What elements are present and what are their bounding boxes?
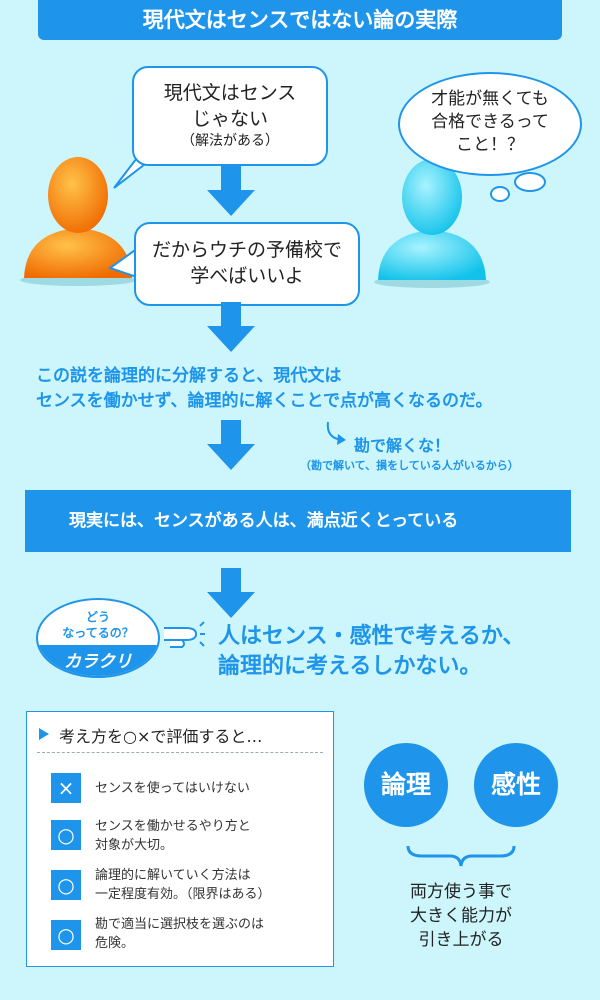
evaluation-item-3: 論理的に解いていく方法は 一定程度有効。（限界はある） (95, 866, 271, 904)
conclusion-text: 人はセンス・感性で考えるか、 論理的に考えるしかない。 (218, 622, 524, 682)
thought-bubble: 才能が無くても 合格できるって こと！？ (398, 72, 588, 202)
cyan-person-icon (374, 159, 490, 288)
conclusion-line2: 論理的に考えるしかない。 (218, 654, 482, 679)
thought-dot-large (514, 172, 546, 192)
evaluation-item-4: 勘で適当に選択枝を選ぶのは 危険。 (95, 915, 264, 953)
bubble-1-sub: （解法がある） (181, 133, 279, 149)
page-title: 現代文はセンスではない論の実際 (38, 0, 562, 40)
karakuri-badge: どう なってるの？ カラクリ (36, 598, 160, 678)
evaluation-item-2-line2: 対象が大切。 (95, 838, 174, 853)
down-arrow-2 (207, 302, 255, 352)
evaluation-item-4-line2: 危険。 (95, 936, 135, 951)
bubble-2-line2: 学べばいいよ (190, 265, 304, 287)
brace-icon (406, 845, 516, 867)
reality-banner: 現実には、センスがある人は、満点近くとっている (25, 490, 571, 552)
evaluation-item-2-line1: センスを働かせるやり方と (95, 819, 251, 834)
thought-line2: 合格できるって (431, 112, 549, 132)
evaluation-item-4-line1: 勘で適当に選択枝を選ぶのは (95, 917, 265, 932)
thought-line3: こと！？ (456, 135, 524, 155)
summary-line1: 両方使う事で (410, 882, 512, 902)
analysis-text: この説を論理的に分解すると、現代文は センスを働かせず、論理的に解くことで点が高… (36, 364, 492, 414)
conclusion-line1: 人はセンス・感性で考えるか、 (218, 624, 525, 649)
karakuri-label: カラクリ (64, 652, 132, 672)
speech-bubble-2: だからウチの予備校で 学べばいいよ (108, 222, 360, 306)
bubble-1-line1: 現代文はセンス (163, 82, 297, 104)
evaluation-item-3-line1: 論理的に解いていく方法は (95, 868, 251, 883)
analysis-line2: センスを働かせず、論理的に解くことで点が高くなるのだ。 (36, 391, 493, 411)
thought-line1: 才能が無くても (431, 89, 549, 109)
cross-mark-icon: × (51, 773, 81, 803)
karakuri-question-line1: どう (85, 610, 110, 624)
evaluation-item-3-line2: 一定程度有効。（限界はある） (95, 887, 271, 902)
curved-arrow-icon (326, 421, 346, 445)
sensibility-circle: 感性 (474, 743, 558, 827)
evaluation-header: 考え方を○×で評価すると… (59, 727, 263, 746)
orange-person-icon (20, 157, 136, 286)
thought-dot-small (490, 186, 510, 202)
summary-text: 両方使う事で 大きく能力が 引き上がる (372, 880, 550, 952)
summary-line3: 引き上がる (418, 930, 504, 950)
evaluation-item-1-line1: センスを使ってはいけない (95, 781, 250, 796)
down-arrow-3 (207, 420, 255, 470)
bubble-1-line2: じゃない (191, 108, 268, 130)
circle-mark-icon: ○ (51, 920, 81, 950)
circle-mark-icon: ○ (51, 820, 81, 850)
down-arrow-4 (207, 568, 255, 618)
karakuri-question-line2: なってるの？ (62, 626, 134, 640)
logic-circle: 論理 (364, 743, 448, 827)
down-arrow-1 (207, 166, 255, 216)
circle-mark-icon: ○ (51, 870, 81, 900)
speech-bubble-1: 現代文はセンス じゃない （解法がある） (113, 66, 328, 189)
evaluation-divider (37, 752, 323, 754)
bubble-2-line1: だからウチの予備校で (151, 239, 342, 261)
triangle-bullet-icon (39, 728, 49, 740)
evaluation-box: 考え方を○×で評価すると… × センスを使ってはいけない ○ センスを働かせるや… (26, 711, 334, 967)
pointing-hand-icon (164, 621, 205, 648)
summary-line2: 大きく能力が (410, 906, 512, 926)
speech-tail-2 (108, 247, 141, 279)
evaluation-item-1: センスを使ってはいけない (95, 779, 250, 798)
note-main: 勘で解くな！ (354, 436, 451, 455)
note-sub: （勘で解いて、損をしている人がいるから） (300, 459, 519, 472)
analysis-line1: この説を論理的に分解すると、現代文は (36, 366, 342, 386)
evaluation-item-2: センスを働かせるやり方と 対象が大切。 (95, 817, 251, 855)
